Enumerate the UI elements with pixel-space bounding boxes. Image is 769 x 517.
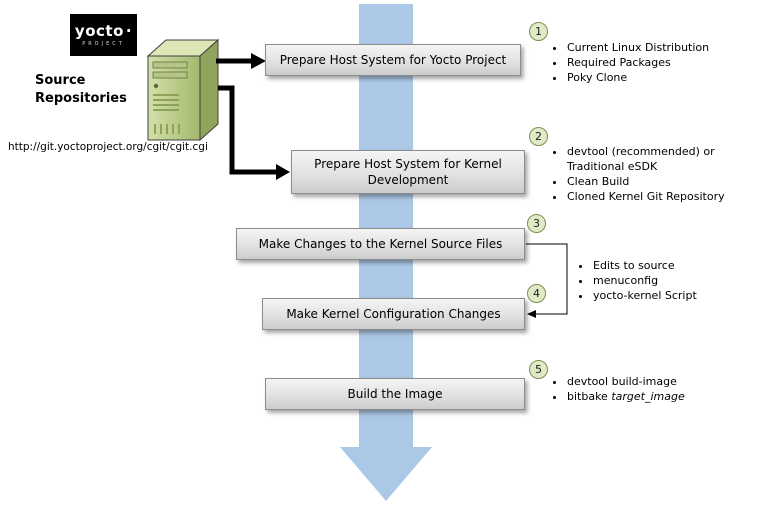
arrow-host-kernel-head bbox=[276, 164, 290, 180]
server-vent bbox=[153, 104, 179, 106]
server-vent bbox=[160, 124, 162, 134]
server-vent bbox=[172, 124, 174, 134]
bullet-item: Edits to source bbox=[592, 258, 767, 273]
bracket-arrow-head bbox=[527, 310, 536, 318]
bullet-item: devtool (recommended) or Traditional eSD… bbox=[566, 144, 744, 174]
server-drive-bay bbox=[152, 71, 188, 79]
step-box-prepare-host-yocto: Prepare Host System for Yocto Project bbox=[265, 44, 521, 76]
source-repositories-label: Source Repositories bbox=[35, 72, 127, 108]
step-number-badge-4: 4 bbox=[527, 284, 546, 303]
yocto-logo-subtext: PROJECT bbox=[82, 41, 125, 47]
step-box-label: Prepare Host System for Yocto Project bbox=[279, 52, 507, 67]
bullet-item: menuconfig bbox=[592, 273, 767, 288]
step-box-make-source-changes: Make Changes to the Kernel Source Files bbox=[236, 228, 525, 260]
step-box-make-config-changes: Make Kernel Configuration Changes bbox=[262, 298, 525, 330]
server-vent bbox=[153, 109, 179, 111]
bullet-item: devtool build-image bbox=[566, 374, 769, 389]
bullet-item: bitbake target_image bbox=[566, 389, 769, 404]
bullet-item: Required Packages bbox=[566, 55, 769, 70]
repo-url: http://git.yoctoproject.org/cgit/cgit.cg… bbox=[8, 141, 208, 153]
server-front-face bbox=[147, 55, 201, 141]
step-box-label: Prepare Host System for Kernel Developme… bbox=[314, 156, 502, 187]
yocto-logo-text: yocto bbox=[74, 22, 124, 40]
arrow-host-kernel-line bbox=[218, 85, 276, 175]
bullet-item: Poky Clone bbox=[566, 70, 769, 85]
step-number-badge-5: 5 bbox=[529, 360, 548, 379]
step-box-label: Make Kernel Configuration Changes bbox=[286, 306, 501, 321]
arrow-host-yocto-head bbox=[251, 53, 266, 69]
step-box-label: Make Changes to the Kernel Source Files bbox=[258, 236, 503, 251]
server-power-button bbox=[153, 83, 159, 89]
server-vent bbox=[153, 99, 179, 101]
yocto-logo: yocto· PROJECT bbox=[70, 14, 137, 56]
yocto-logo-dot: · bbox=[125, 22, 133, 40]
server-vent bbox=[154, 124, 156, 134]
server-drive-bay bbox=[152, 61, 188, 69]
yocto-logo-wordmark: yocto· bbox=[75, 23, 132, 39]
bullet-list-step-5: devtool build-image bitbake target_image bbox=[552, 374, 769, 404]
bullet-list-steps-3-4: Edits to source menuconfig yocto-kernel … bbox=[578, 258, 767, 303]
server-vent bbox=[166, 124, 168, 134]
bullet-item: Cloned Kernel Git Repository bbox=[566, 189, 744, 204]
source-repositories-line1: Source bbox=[35, 73, 86, 88]
bullet-text: devtool build-image bbox=[567, 375, 677, 388]
server-top-face bbox=[146, 39, 220, 57]
step-number-badge-1: 1 bbox=[529, 22, 548, 41]
step-number-badge-2: 2 bbox=[529, 127, 548, 146]
bullet-list-step-2: devtool (recommended) or Traditional eSD… bbox=[552, 144, 744, 204]
bracket-steps-3-4 bbox=[526, 243, 568, 315]
step-box-label: Build the Image bbox=[347, 386, 443, 401]
server-side-face bbox=[199, 38, 219, 142]
bullet-item: Clean Build bbox=[566, 174, 744, 189]
step-number-badge-3: 3 bbox=[527, 214, 546, 233]
source-repositories-line2: Repositories bbox=[35, 91, 127, 106]
bullet-item: yocto-kernel Script bbox=[592, 288, 767, 303]
bullet-text: bitbake bbox=[567, 390, 612, 403]
server-vent bbox=[153, 94, 179, 96]
step-box-prepare-host-kernel: Prepare Host System for Kernel Developme… bbox=[291, 150, 525, 194]
bullet-list-step-1: Current Linux Distribution Required Pack… bbox=[552, 40, 769, 85]
step-box-build-image: Build the Image bbox=[265, 378, 525, 410]
server-icon bbox=[146, 38, 220, 142]
bullet-text-italic: target_image bbox=[611, 390, 685, 403]
server-vent bbox=[178, 124, 180, 134]
bullet-item: Current Linux Distribution bbox=[566, 40, 769, 55]
